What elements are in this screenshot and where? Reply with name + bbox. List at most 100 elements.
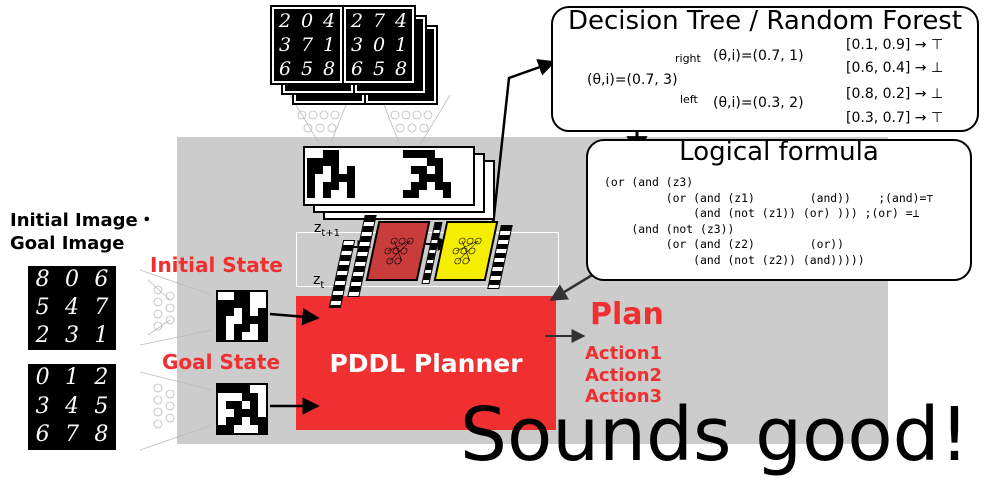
decision-tree-box [551, 6, 979, 132]
digit-tile: 3 [278, 34, 292, 56]
state-bit [258, 324, 266, 332]
state-bit [347, 166, 355, 174]
state-bit [427, 158, 435, 166]
state-bit [419, 182, 427, 190]
right-node: (θ,i)=(0.7, 1) [713, 48, 804, 64]
root-node: (θ,i)=(0.7, 3) [587, 72, 678, 88]
state-grid-stack [303, 146, 495, 220]
state-bit [242, 385, 250, 393]
state-bit [443, 182, 451, 190]
encoder-network-initial [139, 269, 213, 346]
digit-tile: 0 [300, 10, 314, 32]
pddl-planner-label: PDDL Planner [329, 348, 523, 378]
state-bit [323, 150, 331, 158]
goal-state-grid [216, 383, 268, 435]
digit-tile: 8 [94, 422, 109, 448]
logical-formula-title: Logical formula [679, 137, 879, 167]
state-bit [347, 174, 355, 182]
state-bit [218, 385, 226, 393]
goal-state-label: Goal State [162, 350, 281, 374]
state-bit [331, 150, 339, 158]
left-branch-label: left [680, 93, 698, 106]
state-bit [226, 417, 234, 425]
z-now-symbol: z [313, 272, 321, 288]
initial-state-arrow [269, 307, 320, 326]
state-bit [242, 316, 250, 324]
digit-tile: 3 [35, 393, 50, 419]
state-bit [250, 409, 258, 417]
digit-tile: 2 [35, 323, 50, 348]
state-bit [218, 425, 226, 433]
state-bit [323, 190, 331, 198]
state-bit [411, 166, 419, 174]
state-bit [242, 300, 250, 308]
digit-tile: 7 [300, 34, 314, 56]
state-bit [307, 158, 315, 166]
z-t-label: zt [313, 272, 324, 291]
state-bit [307, 174, 315, 182]
digit-tile: 3 [64, 323, 79, 348]
action-network-box [365, 221, 431, 281]
state-bit [331, 158, 339, 166]
decision-tree-title: Decision Tree / Random Forest [567, 6, 963, 36]
digit-tile: 7 [94, 295, 109, 320]
state-bit [307, 166, 315, 174]
digit-tile: 6 [35, 422, 50, 448]
state-bit [234, 417, 242, 425]
digit-tile: 6 [94, 267, 109, 292]
state-bit [218, 324, 226, 332]
state-bit [427, 150, 435, 158]
state-bit [234, 324, 242, 332]
state-bit [218, 308, 226, 316]
digit-tile: 1 [394, 34, 408, 56]
state-bit [435, 174, 443, 182]
state-bit [234, 332, 242, 340]
state-bit [218, 332, 226, 340]
state-bit [411, 190, 419, 198]
plan-action: Action1 [585, 343, 663, 364]
digit-tile: 5 [300, 58, 314, 80]
pddl-planner-box [296, 296, 556, 430]
state-bit [435, 158, 443, 166]
encoder-network-goal [139, 371, 213, 451]
state-bit [419, 174, 427, 182]
state-bit [234, 292, 242, 300]
logical-formula-box [586, 139, 972, 281]
model-to-tree-arrow [491, 59, 556, 226]
logical-formula-code: (or (and (z3) (or (and (z1) (and)) ;(and… [604, 175, 934, 267]
plan-action: Action2 [585, 365, 663, 386]
state-bit [218, 300, 226, 308]
z-next-symbol: z [314, 220, 322, 236]
state-bit [242, 393, 250, 401]
left-node: (θ,i)=(0.3, 2) [713, 95, 804, 111]
digit-tile: 7 [372, 10, 386, 32]
digit-tile: 8 [394, 58, 408, 80]
state-bit [435, 182, 443, 190]
right-branch-label: right [675, 52, 701, 65]
state-bit [323, 182, 331, 190]
leaf: [0.1, 0.9] → ⊤ [846, 37, 944, 53]
state-bit [218, 316, 226, 324]
state-bit [339, 174, 347, 182]
state-bit [250, 393, 258, 401]
leaf: [0.6, 0.4] → ⊥ [846, 60, 944, 76]
digit-tile: 2 [350, 10, 364, 32]
state-bit [347, 190, 355, 198]
digit-tile: 3 [350, 34, 364, 56]
state-bit [403, 190, 411, 198]
digit-tile: 5 [372, 58, 386, 80]
state-bit [419, 166, 427, 174]
state-bit [234, 409, 242, 417]
state-bit [403, 150, 411, 158]
state-bit [250, 417, 258, 425]
state-bit [234, 401, 242, 409]
state-bit [443, 190, 451, 198]
z-t-plus-1-label: zt+1 [314, 220, 340, 239]
state-bit [242, 292, 250, 300]
digit-tile: 2 [278, 10, 292, 32]
state-bit [307, 190, 315, 198]
state-bit [347, 182, 355, 190]
